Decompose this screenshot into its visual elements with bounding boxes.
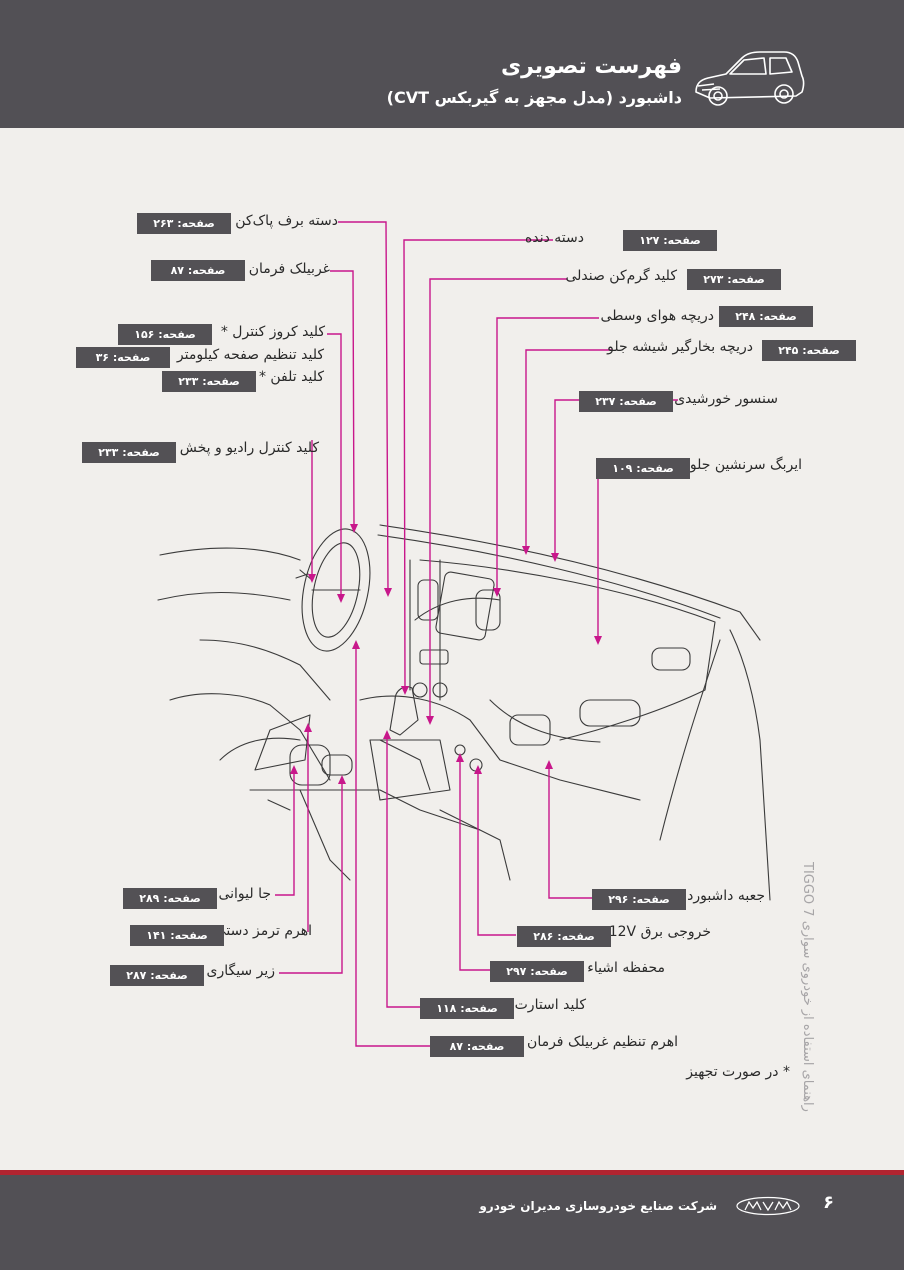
page-badge-ashtray: صفحه: ۲۸۷ <box>110 965 204 986</box>
page-badge-defrost-vent: صفحه: ۲۴۵ <box>762 340 856 361</box>
page-badge-odometer-switch: صفحه: ۳۶ <box>76 347 170 368</box>
page-footer <box>0 1175 904 1270</box>
equipment-note: * در صورت تجهیز <box>686 1064 790 1080</box>
page-badge-steering-adjust: صفحه: ۸۷ <box>430 1036 524 1057</box>
page-badge-phone-switch: صفحه: ۲۳۳ <box>162 371 256 392</box>
label-start-button: کلید استارت <box>514 997 586 1013</box>
label-phone-switch: کلید تلفن * <box>258 369 324 385</box>
label-power-outlet: خروجی برق 12V <box>608 924 711 940</box>
label-handbrake: اهرم ترمز دستی <box>214 923 312 939</box>
page-badge-glove-box: صفحه: ۲۹۶ <box>592 889 686 910</box>
page-badge-cup-holder: صفحه: ۲۸۹ <box>123 888 217 909</box>
page-badge-wiper-stalk: صفحه: ۲۶۳ <box>137 213 231 234</box>
label-ashtray: زیر سیگاری <box>206 963 275 979</box>
label-steering-adjust: اهرم تنظیم غربیلک فرمان <box>527 1034 678 1050</box>
label-glove-box: جعبه داشبورد <box>687 888 765 904</box>
page-badge-seat-heater: صفحه: ۲۷۳ <box>687 269 781 290</box>
label-seat-heater: کلید گرم‌کن صندلی <box>565 268 677 284</box>
page-number: ۶ <box>823 1192 834 1213</box>
page-badge-center-vent: صفحه: ۲۴۸ <box>719 306 813 327</box>
label-steering-wheel: غربیلک فرمان <box>248 261 330 277</box>
page-badge-power-outlet: صفحه: ۲۸۶ <box>517 926 611 947</box>
page-subtitle: داشبورد (مدل مجهز به گیربکس CVT) <box>386 88 682 107</box>
label-center-vent: دریچه هوای وسطی <box>600 308 714 324</box>
page-badge-cruise-control: صفحه: ۱۵۶ <box>118 324 212 345</box>
footer-stripe <box>0 1170 904 1175</box>
page-badge-storage: صفحه: ۲۹۷ <box>490 961 584 982</box>
label-defrost-vent: دریچه بخارگیر شیشه جلو <box>607 339 753 355</box>
label-storage: محفظه اشیاء <box>587 960 665 976</box>
label-gear-lever: دسته دنده <box>525 230 584 246</box>
label-cup-holder: جا لیوانی <box>218 886 271 902</box>
page-badge-audio-control: صفحه: ۲۳۳ <box>82 442 176 463</box>
side-manual-title: راهنمای استفاده از خودروی سواری TIGGO 7 <box>800 862 815 1112</box>
page-badge-sun-sensor: صفحه: ۲۳۷ <box>579 391 673 412</box>
label-passenger-airbag: ایربگ سرنشین جلو <box>689 457 802 473</box>
label-sun-sensor: سنسور خورشیدی <box>674 391 778 407</box>
company-name: شرکت صنایع خودروسازی مدیران خودرو <box>479 1199 717 1213</box>
page-badge-steering-wheel: صفحه: ۸۷ <box>151 260 245 281</box>
page-badge-gear-lever: صفحه: ۱۲۷ <box>623 230 717 251</box>
page-title: فهرست تصویری <box>500 54 682 79</box>
mvm-logo <box>736 1196 800 1216</box>
label-audio-control: کلید کنترل رادیو و پخش <box>179 440 319 456</box>
page-badge-passenger-airbag: صفحه: ۱۰۹ <box>596 458 690 479</box>
label-wiper-stalk: دسته برف پاک‌کن <box>235 213 338 229</box>
label-cruise-control: کلید کروز کنترل * <box>220 324 325 340</box>
page-badge-start-button: صفحه: ۱۱۸ <box>420 998 514 1019</box>
page-header: فهرست تصویری داشبورد (مدل مجهز به گیربکس… <box>0 0 904 128</box>
label-odometer-switch: کلید تنظیم صفحه کیلومتر <box>176 347 324 363</box>
car-icon <box>695 51 805 106</box>
page-badge-handbrake: صفحه: ۱۴۱ <box>130 925 224 946</box>
